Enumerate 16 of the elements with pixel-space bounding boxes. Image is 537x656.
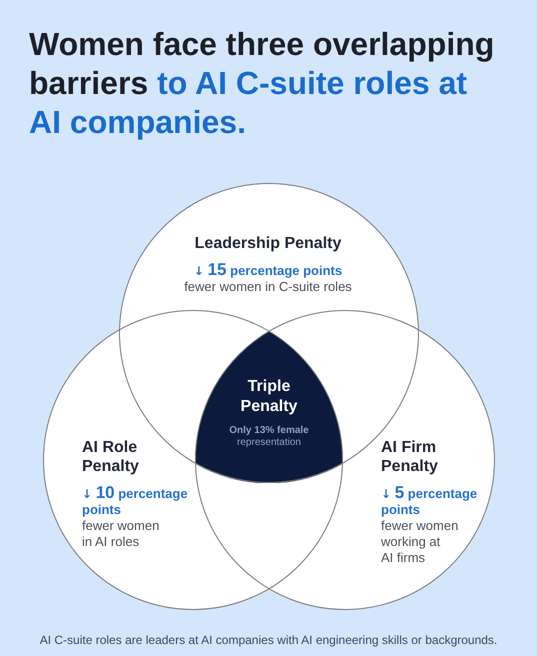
intersection-title: Triple Penalty (240, 376, 298, 417)
caption: AI C-suite roles are leaders at AI companies with AI engineering skills or backgrounds. (40, 632, 498, 648)
note-text: Only 13% female representation (228, 424, 310, 449)
circle-title: AI Firm Penalty (381, 438, 439, 476)
circle-title: Leadership Penalty (194, 234, 342, 253)
stat-text: ↓ 10 percentage points (82, 485, 189, 518)
title: Women face three overlapping barriers to AI C-suite roles at AI companies. (29, 25, 496, 142)
circle-title: AI Role Penalty (82, 438, 140, 476)
venn-intersection (195, 330, 343, 483)
description: fewer women working at AI firms (381, 518, 460, 566)
description: fewer women in AI roles (82, 518, 160, 550)
description: fewer women in C-suite roles (184, 279, 352, 295)
stat-text: ↓ 5 percentage points (381, 485, 478, 518)
stat-text: ↓ 15 percentage points (194, 262, 342, 279)
venn-circle (43, 310, 343, 610)
venn-circle (195, 310, 495, 610)
